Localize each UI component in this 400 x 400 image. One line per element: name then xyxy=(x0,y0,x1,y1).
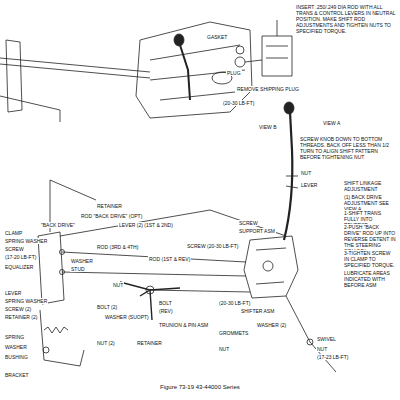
part-label: WASHER xyxy=(4,344,28,350)
gasket xyxy=(236,46,244,54)
part-label: WASHER xyxy=(70,258,94,264)
part-label: SHIFTER ASM xyxy=(240,308,275,314)
spring xyxy=(44,327,68,333)
shift-lever xyxy=(180,45,190,100)
shift-knob xyxy=(174,34,184,46)
stud xyxy=(60,270,65,275)
part-label: REMOVE SHIPPING PLUG xyxy=(236,86,300,92)
part-label: RETAINER (2) xyxy=(4,314,38,320)
part-label: INSERT .250/.249 DIA ROD WITH ALL TRANS … xyxy=(295,4,397,34)
part-label: WASHER (2) xyxy=(256,322,287,328)
trunion xyxy=(146,286,154,294)
part-label: LUBRICATE AREAS INDICATED WITH BEFORE AS… xyxy=(343,270,397,288)
part-label: CLAMP xyxy=(4,230,23,236)
part-label: RETAINER xyxy=(136,340,163,346)
part-label: ROD "BACK DRIVE" (OPT) xyxy=(80,213,143,219)
part-label: VIEW A xyxy=(322,120,341,126)
part-label: TRUNION & PIN ASM xyxy=(158,322,209,328)
part-label: SCREW xyxy=(4,246,25,252)
figure-caption: Figure 73-19 43-44000 Series xyxy=(160,384,240,390)
part-label: GROMMETS xyxy=(218,330,249,336)
part-label: SPRING xyxy=(4,334,25,340)
part-label: LEVER xyxy=(4,290,22,296)
grommet xyxy=(263,261,273,271)
view-b-housing xyxy=(262,36,292,76)
part-label: GASKET xyxy=(206,34,228,40)
part-label: SPRING WASHER xyxy=(4,298,48,304)
part-label: VIEW B xyxy=(258,124,278,130)
part-label: EQUALIZER xyxy=(4,264,34,270)
part-label: (REV) xyxy=(158,308,174,314)
part-label: SUPPORT ASM xyxy=(238,228,276,234)
part-label: ROD (1ST & REV) xyxy=(148,256,191,262)
part-label: NUT (2) xyxy=(96,340,116,346)
case-ribs xyxy=(150,45,245,100)
plug xyxy=(235,57,245,67)
part-label: BOLT xyxy=(158,300,173,306)
part-label: LEVER xyxy=(300,182,318,188)
bracket xyxy=(40,310,84,366)
part-label: SCREW xyxy=(238,220,259,226)
part-label: BOLT (2) xyxy=(96,304,118,310)
part-label: BUSHING xyxy=(4,354,29,360)
part-label: NUT xyxy=(112,282,124,288)
part-label: BRACKET xyxy=(4,372,30,378)
leader xyxy=(245,20,277,62)
part-label: 3-TIGHTEN SCREW IN CLAMP TO SPECIFIED TO… xyxy=(343,250,397,268)
part-label: ROD (3RD & 4TH) xyxy=(96,244,139,250)
column-rod xyxy=(0,58,150,122)
part-label: RETAINER xyxy=(96,203,123,209)
shifter-assembly xyxy=(244,236,298,298)
part-label: SPRING WASHER xyxy=(4,238,48,244)
part-label: SHIFT LINKAGE ADJUSTMENT xyxy=(343,180,397,192)
part-label: "BACK DRIVE" xyxy=(40,222,76,228)
part-label: NUT xyxy=(316,346,328,352)
shift-rod xyxy=(60,210,286,292)
part-label: LEVER (2) (1ST & 2ND) xyxy=(118,222,174,228)
swivel xyxy=(307,339,313,345)
part-label: SCREW (2) xyxy=(4,306,32,312)
bushing xyxy=(43,347,49,353)
part-label: (20-30 LB-FT) xyxy=(222,100,255,106)
part-label: STUD xyxy=(70,266,86,272)
part-label: (17-23 LB-FT) xyxy=(316,354,349,360)
part-label: NUT xyxy=(300,170,312,176)
part-label: (17-20 LB-FT) xyxy=(4,254,37,260)
part-label: SCREW (20-30 LB-FT) xyxy=(186,243,239,249)
part-label: NUT xyxy=(218,346,230,352)
part-label: PLUG xyxy=(226,70,242,76)
part-label: WASHER (SUOPT) xyxy=(104,314,150,320)
part-label: SWIVEL xyxy=(316,336,337,342)
shifter-ribs xyxy=(256,248,286,284)
stud xyxy=(60,250,65,255)
part-label: SCREW KNOB DOWN TO BOTTOM THREADS. BACK … xyxy=(299,136,397,160)
lever-knob xyxy=(284,102,294,114)
column-bracket xyxy=(6,40,22,112)
swivel-rod xyxy=(286,296,336,372)
leader xyxy=(286,176,298,188)
part-label: (20-30 LB-FT) xyxy=(218,300,251,306)
